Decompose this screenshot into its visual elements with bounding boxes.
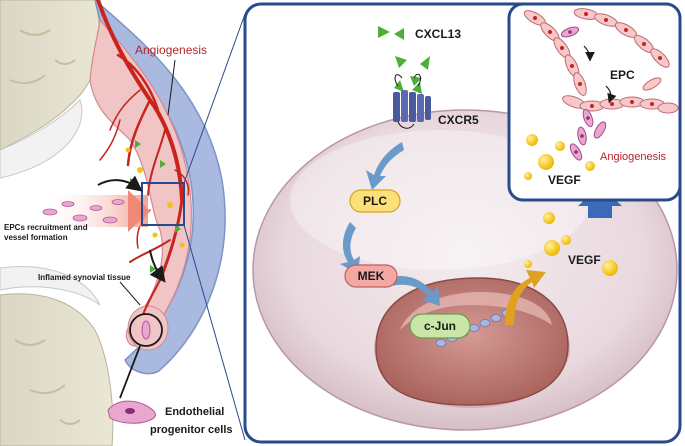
- epc-label-inset: EPC: [610, 68, 635, 82]
- zoom-box: [141, 182, 185, 226]
- vegf-label-inset: VEGF: [548, 173, 581, 187]
- signaling-arrows: [340, 142, 440, 306]
- vegf-label-cell: VEGF: [568, 253, 601, 267]
- migrating-epcs: [42, 199, 125, 224]
- epcs-label-line2: vessel formation: [4, 233, 68, 242]
- cxcr5-receptor-icon: [393, 73, 431, 129]
- mek-node: MEK: [344, 264, 398, 288]
- cxcl13-ligand-icon: [378, 26, 430, 94]
- mek-label: MEK: [358, 269, 385, 283]
- up-arrow-icon: [578, 186, 622, 218]
- endothelial-label-line2: progenitor cells: [150, 424, 233, 436]
- cjun-label: c-Jun: [424, 319, 456, 333]
- angiogenesis-label-left: Angiogenesis: [135, 43, 207, 57]
- cxcl13-label: CXCL13: [415, 27, 461, 41]
- cxcr5-label: CXCR5: [438, 113, 479, 127]
- epc-cell-icon: [107, 400, 156, 424]
- inflamed-label: Inflamed synovial tissue: [38, 273, 131, 282]
- joint-illustration: Angiogenesis EPCs recruitment and vessel…: [0, 0, 246, 446]
- nucleus: [374, 277, 570, 408]
- endothelial-label-line1: Endothelial: [165, 406, 224, 418]
- blood-vessels: [96, 0, 190, 331]
- angiogenesis-label-inset: Angiogenesis: [600, 151, 667, 163]
- plc-node: PLC: [349, 189, 401, 213]
- vegf-ball-icon: [524, 212, 618, 276]
- angiogenesis-inset: EPC Angiogenesis VEGF: [507, 2, 682, 202]
- vegf-secretion-arrow: [505, 270, 546, 325]
- cjun-node: c-Jun: [409, 313, 471, 339]
- epcs-label-line1: EPCs recruitment and: [4, 223, 88, 232]
- joint-capsule: [94, 0, 226, 375]
- plc-label: PLC: [363, 194, 387, 208]
- lower-bone: [0, 293, 114, 446]
